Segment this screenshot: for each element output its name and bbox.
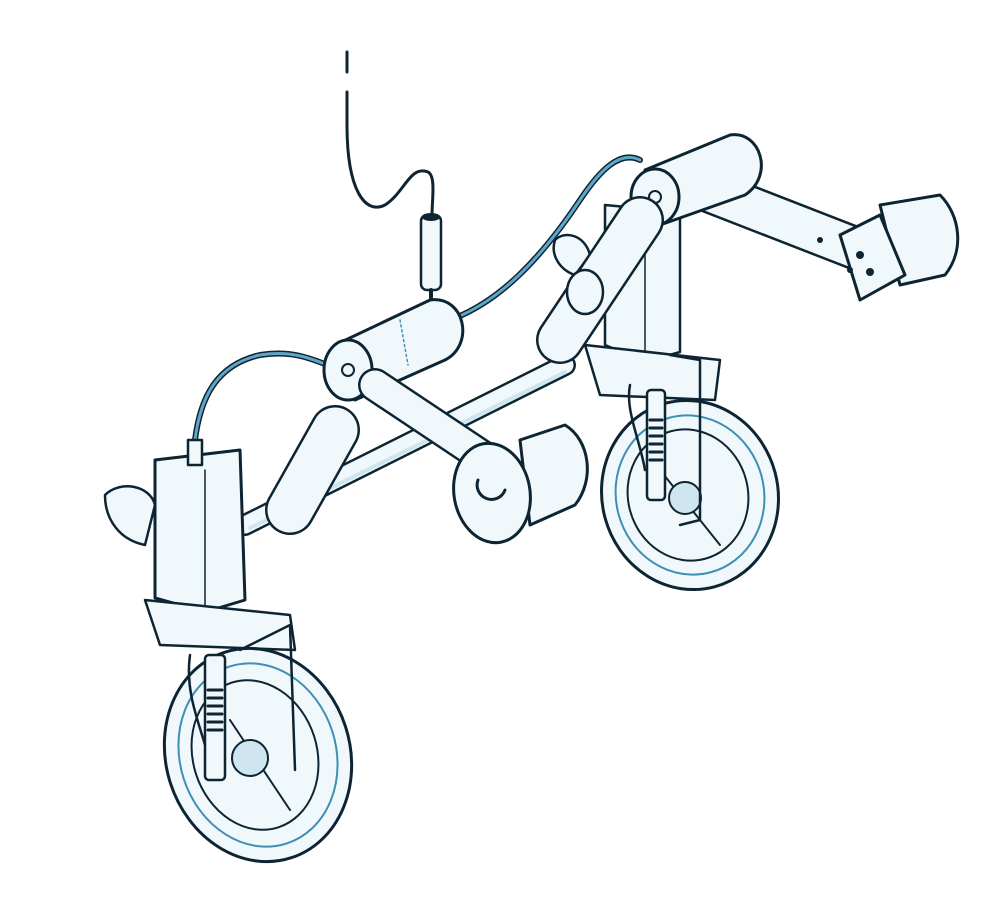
cable [192,50,643,443]
right-knob [838,193,960,302]
left-post [103,438,297,652]
top-cylinder [629,133,763,227]
left-down-tube [265,405,360,535]
right-post [552,203,722,402]
right-wheel [600,353,780,592]
front-knob [452,423,589,545]
left-wheel [162,623,354,864]
sensor-cylinder [419,213,443,314]
diagonal-tube [536,196,664,364]
